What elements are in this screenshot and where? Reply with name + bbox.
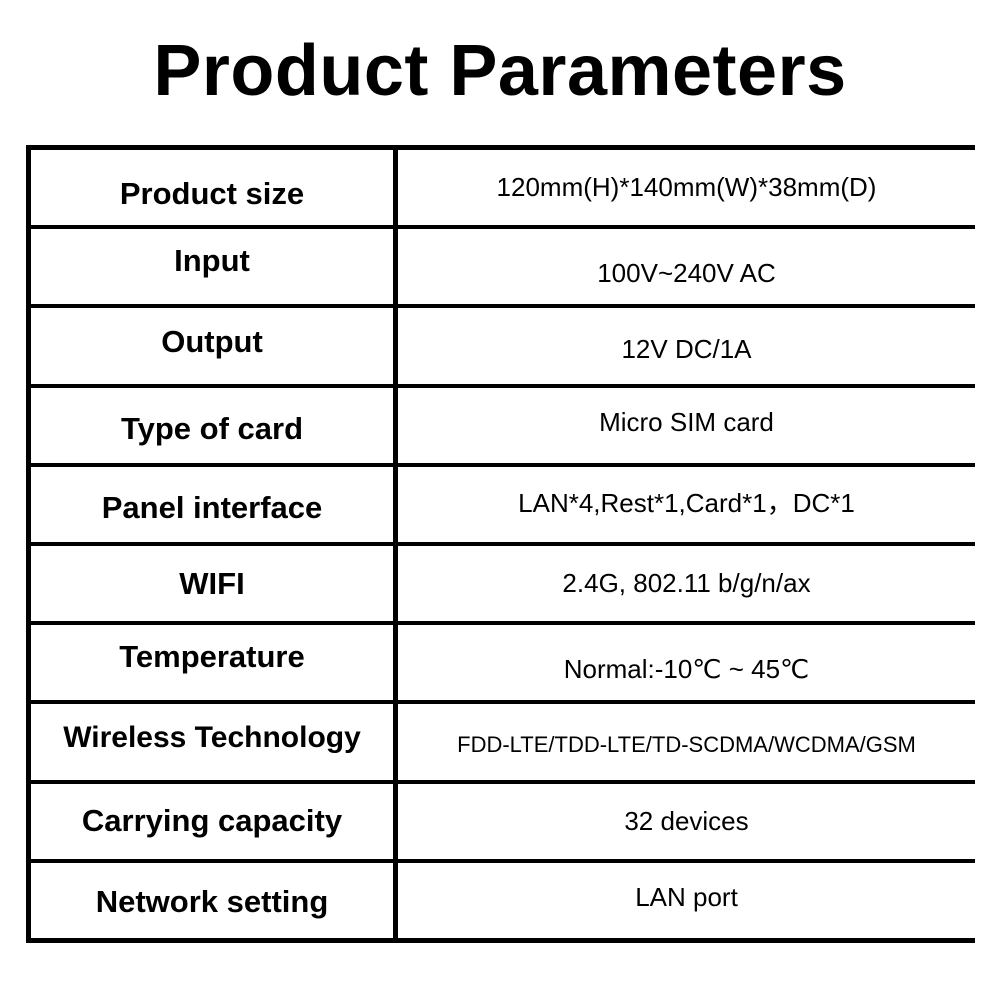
- value-input: 100V~240V AC: [398, 229, 975, 305]
- label-panel-interface: Panel interface: [31, 466, 393, 542]
- value-product-size: 120mm(H)*140mm(W)*38mm(D): [398, 150, 975, 226]
- label-wifi: WIFI: [31, 545, 393, 622]
- value-network-setting: LAN port: [398, 862, 975, 938]
- label-output: Output: [31, 308, 393, 384]
- parameters-grid: Product size 120mm(H)*140mm(W)*38mm(D) I…: [31, 150, 975, 938]
- value-wireless-technology: FDD-LTE/TDD-LTE/TD-SCDMA/WCDMA/GSM: [398, 704, 975, 780]
- value-type-of-card: Micro SIM card: [398, 387, 975, 463]
- label-product-size: Product size: [31, 150, 393, 226]
- label-type-of-card: Type of card: [31, 387, 393, 463]
- value-temperature: Normal:-10℃ ~ 45℃: [398, 625, 975, 701]
- label-wireless-technology: Wireless Technology: [31, 704, 393, 780]
- label-temperature: Temperature: [31, 625, 393, 701]
- value-carrying-capacity: 32 devices: [398, 783, 975, 859]
- value-panel-interface: LAN*4,Rest*1,Card*1，DC*1: [398, 466, 975, 542]
- label-input: Input: [31, 229, 393, 305]
- page-title: Product Parameters: [153, 31, 847, 111]
- label-carrying-capacity: Carrying capacity: [31, 783, 393, 859]
- label-network-setting: Network setting: [31, 862, 393, 938]
- value-output: 12V DC/1A: [398, 308, 975, 384]
- parameters-table: Product size 120mm(H)*140mm(W)*38mm(D) I…: [26, 145, 975, 943]
- value-wifi: 2.4G, 802.11 b/g/n/ax: [398, 545, 975, 622]
